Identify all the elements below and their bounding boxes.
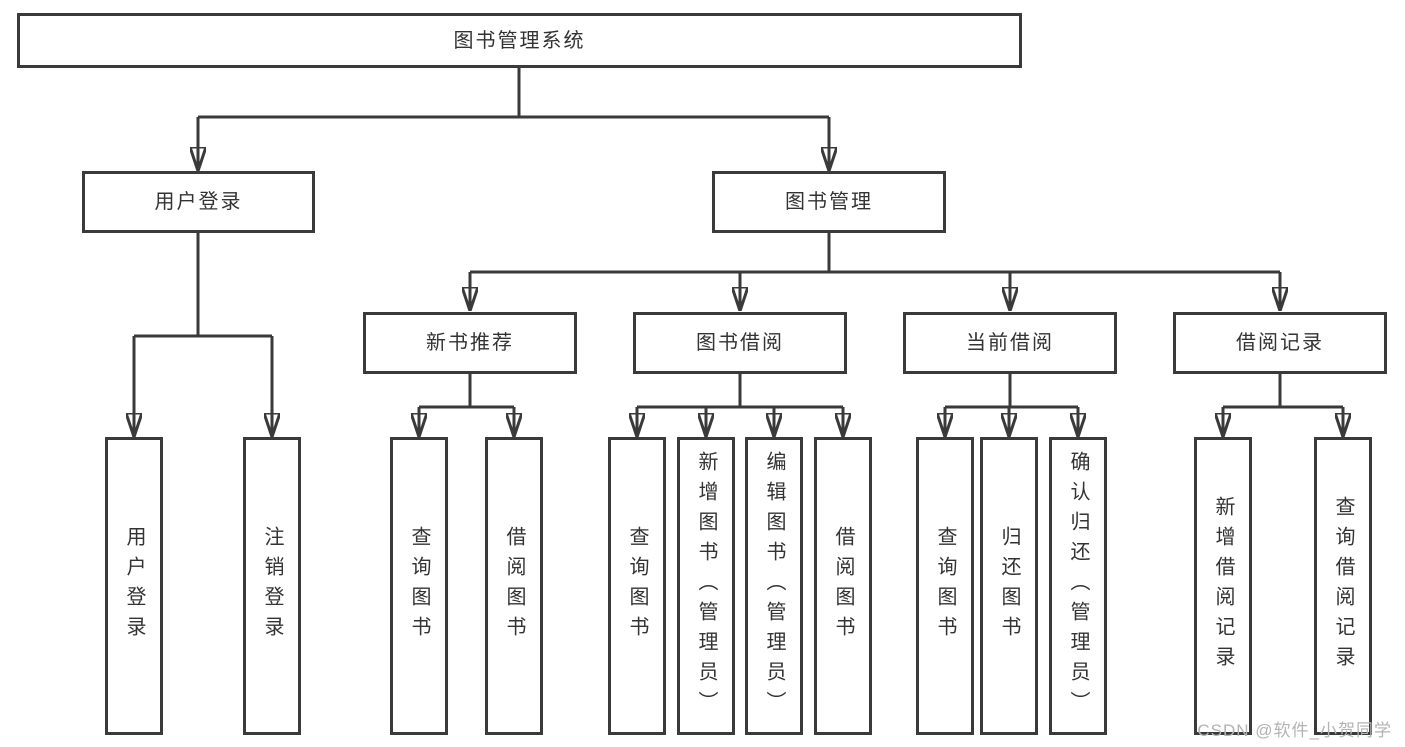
node-book-borrow: 图书借阅 xyxy=(633,312,847,374)
leaf-query-books: 查询图书 xyxy=(916,437,974,735)
leaf-edit-books-admin: 编辑图书（管理员） xyxy=(745,437,803,735)
node-user-login: 用户登录 xyxy=(82,171,315,233)
leaf-query-borrow-record: 查询借阅记录 xyxy=(1314,437,1372,735)
node-book-management: 图书管理 xyxy=(712,171,946,233)
connector-records-branch xyxy=(1223,374,1343,409)
connector-mgmt-branch xyxy=(470,233,1280,274)
leaf-query-books: 查询图书 xyxy=(608,437,666,735)
connector-current-branch xyxy=(945,374,1078,409)
leaf-return-books: 归还图书 xyxy=(980,437,1038,735)
leaf-user-login: 用户登录 xyxy=(105,437,163,735)
leaf-logout: 注销登录 xyxy=(243,437,301,735)
connector-recommend-branch xyxy=(419,374,514,409)
node-borrow-records: 借阅记录 xyxy=(1173,312,1387,374)
leaf-confirm-return-admin: 确认归还（管理员） xyxy=(1049,437,1107,735)
csdn-watermark: CSDN @软件_小贺同学 xyxy=(1197,721,1392,740)
leaf-add-books-admin: 新增图书（管理员） xyxy=(677,437,735,735)
leaf-add-borrow-record: 新增借阅记录 xyxy=(1194,437,1252,735)
leaf-borrow-books: 借阅图书 xyxy=(485,437,543,735)
connector-login-branch xyxy=(134,233,272,338)
leaf-query-books: 查询图书 xyxy=(390,437,448,735)
connector-root-branch xyxy=(198,68,829,119)
leaf-borrow-books: 借阅图书 xyxy=(814,437,872,735)
node-library-system: 图书管理系统 xyxy=(17,13,1022,68)
node-new-book-recommend: 新书推荐 xyxy=(363,312,577,374)
connector-borrow-branch xyxy=(637,374,843,409)
node-current-borrow: 当前借阅 xyxy=(903,312,1117,374)
